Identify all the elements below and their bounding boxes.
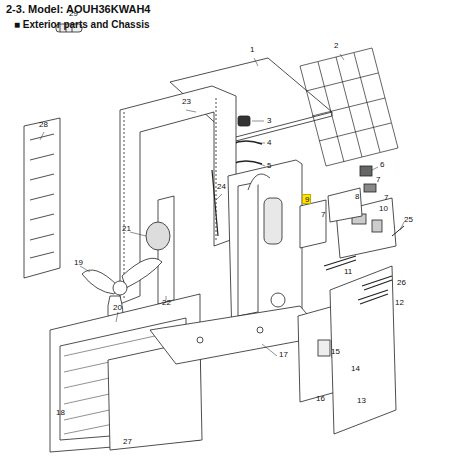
callout-number: 7: [376, 176, 380, 184]
callout-number: 18: [56, 409, 65, 417]
callout-number: 29: [69, 10, 78, 18]
callout-number: 19: [74, 259, 83, 267]
callout-number: 5: [267, 162, 271, 170]
callout-number: 26: [397, 279, 406, 287]
callout-number: 16: [316, 395, 325, 403]
callout-number: 2: [334, 42, 338, 50]
callout-number: 10: [379, 205, 388, 213]
right-panel: [330, 266, 396, 434]
callout-number: 9: [305, 196, 308, 204]
callout-number: 21: [122, 225, 131, 233]
heat-exchanger: [120, 86, 236, 304]
callout-number: 20: [113, 304, 122, 312]
callout-number: 12: [395, 299, 404, 307]
callout-number: 6: [380, 161, 384, 169]
callout-number: 13: [357, 397, 366, 405]
callout-number: 11: [344, 268, 352, 276]
callout-number: 15: [331, 348, 340, 356]
callout-number: 4: [267, 139, 271, 147]
callout-number: 28: [39, 121, 48, 129]
callout-number: 1: [250, 46, 254, 54]
section-heading: ■ Exterior parts and Chassis: [14, 20, 150, 30]
terminal: [360, 166, 372, 176]
callout-number: 24: [217, 183, 226, 191]
side-panel: [24, 118, 60, 278]
side-partition: [298, 306, 336, 402]
small-part: [238, 116, 250, 126]
callout-number: 23: [182, 98, 191, 106]
page-title: 2-3. Model: AOUH36KWAH4: [6, 4, 150, 15]
callout-number: 25: [404, 216, 413, 224]
callout-number: 7: [384, 194, 388, 202]
callout-number: 14: [351, 365, 360, 373]
callout-number: 8: [355, 193, 359, 201]
highlight-box: 9: [302, 194, 311, 204]
callout-number: 27: [123, 438, 132, 446]
fan-motor: [146, 222, 170, 250]
callout-number: 22: [162, 299, 171, 307]
rear-guard: [300, 48, 398, 166]
callout-number: 7: [321, 211, 325, 219]
callout-number: 3: [267, 117, 271, 125]
leader-lines: [40, 54, 404, 356]
callout-number: 17: [279, 351, 288, 359]
